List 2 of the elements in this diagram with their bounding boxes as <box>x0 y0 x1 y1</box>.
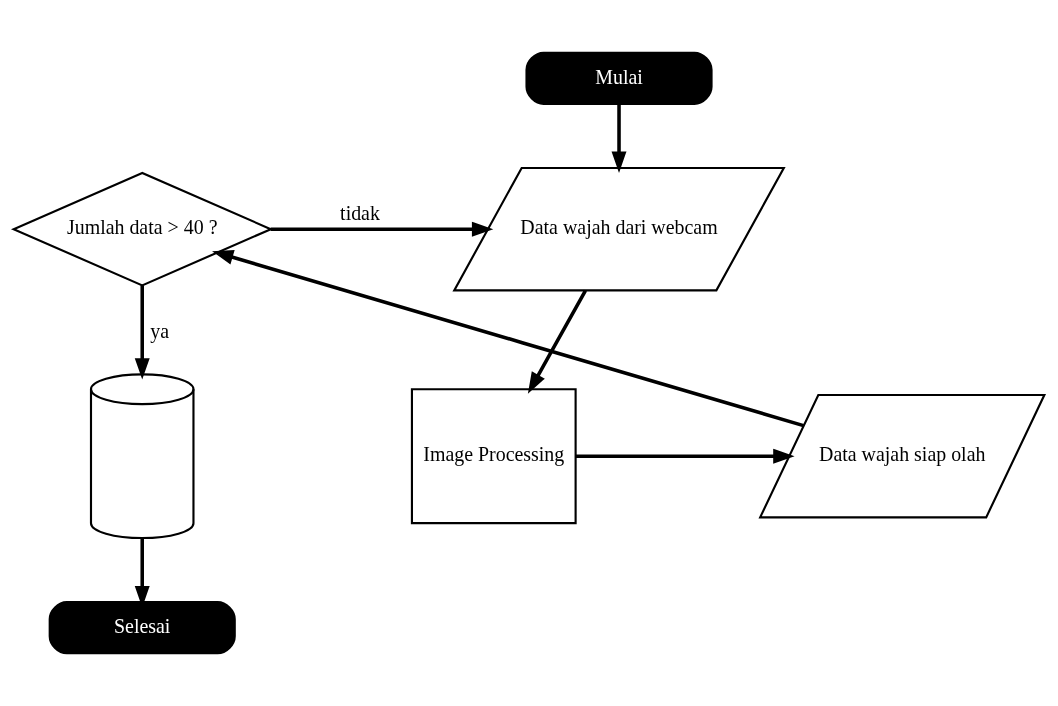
edge-label: ya <box>150 319 170 342</box>
edge-label: tidak <box>340 201 380 224</box>
